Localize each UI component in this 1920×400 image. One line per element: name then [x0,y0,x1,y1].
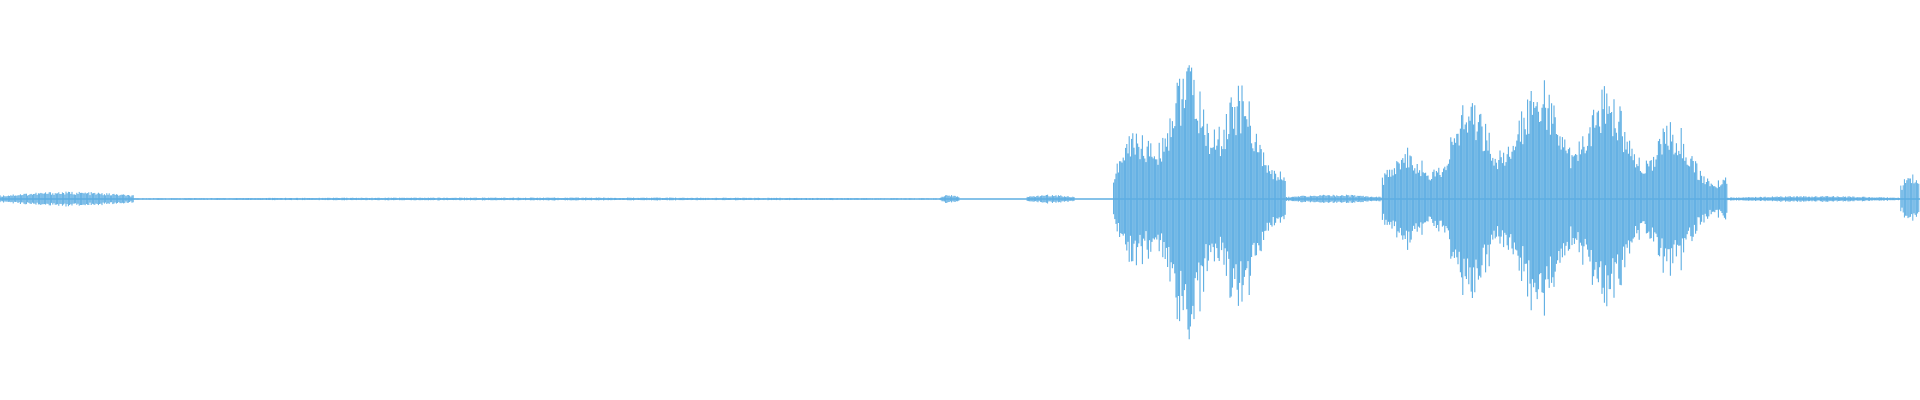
waveform-segment-blip-1 [940,195,960,203]
waveform-segment-edge-burst [1900,174,1920,221]
waveform-segment-silence-2 [1285,194,1382,203]
waveform-segment-blip-2 [1026,194,1075,204]
waveform-segment-silence-1 [133,197,941,201]
waveform-segment-speech-burst-1 [1113,65,1286,340]
waveform-segment-silence-3 [1727,196,1901,202]
waveform-segment-speech-burst-2 [1381,80,1728,316]
waveform-segment-noise-intro-1 [0,191,134,207]
